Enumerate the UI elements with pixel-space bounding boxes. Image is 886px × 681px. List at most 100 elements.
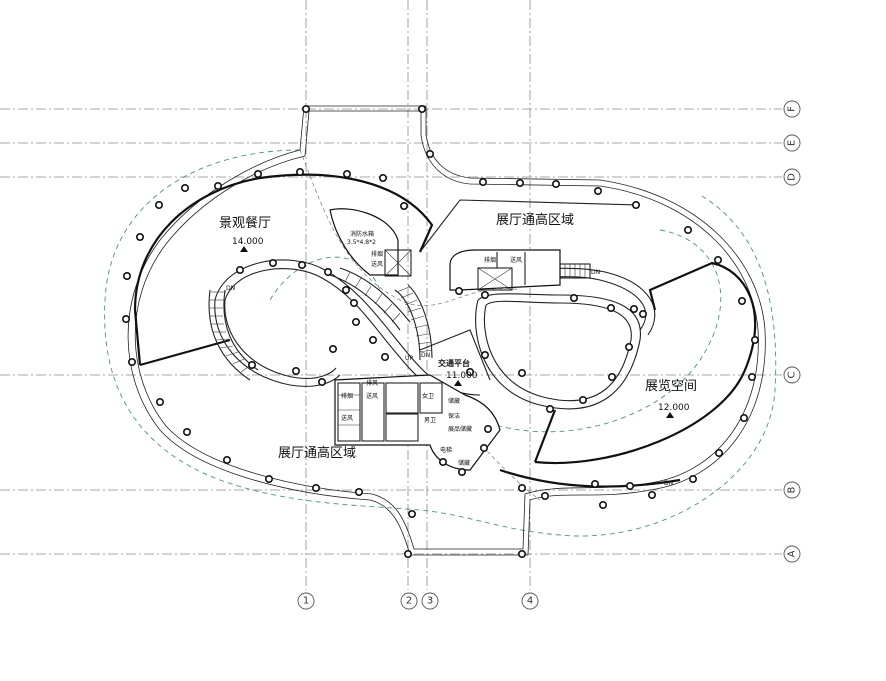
structural-column [328, 344, 337, 353]
structural-column [578, 395, 587, 404]
structural-column [598, 500, 607, 509]
structural-column [454, 286, 463, 295]
structural-column [341, 285, 350, 294]
outer-perimeter [127, 105, 766, 556]
structural-column [311, 483, 320, 492]
platform-name: 交通平台 [438, 358, 470, 368]
structural-column [317, 377, 326, 386]
dn-label-4: DN [664, 480, 673, 487]
grid-bubble-2: 2 [400, 592, 418, 610]
structural-column [517, 483, 526, 492]
exhibition-level-marker [666, 412, 674, 418]
grid-bubble-e: E [783, 134, 801, 152]
grid-bubble-b: B [783, 481, 801, 499]
grid-lines [0, 0, 782, 590]
outer-dashed-boundary [104, 149, 777, 537]
structural-column [122, 314, 131, 323]
female-wc-label: 女卫 [422, 392, 434, 400]
structural-column [295, 168, 304, 177]
restaurant-inner-curve [139, 338, 231, 367]
exhibition-left-wall [533, 409, 557, 463]
structural-column [750, 335, 759, 344]
structural-column [688, 474, 697, 483]
right-top-core: 排烟 送风 [449, 249, 561, 291]
right-stairs [559, 263, 591, 279]
grid-bubble-d: D [783, 168, 801, 186]
grid-label-c: C [787, 371, 798, 378]
structural-column [264, 474, 273, 483]
atrium-bottom-name: 展厅通高区域 [278, 445, 356, 461]
atrium-top-wall [419, 199, 641, 253]
exhibit-storage-label: 展品储藏 [448, 425, 472, 433]
structural-column [297, 260, 306, 269]
dn-label-3: DN [591, 269, 600, 276]
cleaning-label: 保洁 [448, 412, 460, 420]
structural-column [457, 467, 466, 476]
smoke-label-3: 排烟 [341, 392, 353, 400]
structural-column [323, 267, 332, 276]
structural-column [268, 258, 277, 267]
structural-column [425, 150, 434, 159]
structural-column [378, 174, 387, 183]
elevator-label: 电梯 [440, 446, 452, 454]
exhibition-level: 12.000 [658, 403, 690, 413]
platform-level-marker [454, 380, 462, 386]
structural-column [128, 357, 137, 366]
structural-column [625, 481, 634, 490]
structural-column [638, 309, 647, 318]
structural-column [254, 170, 263, 179]
smoke-label-1: 排烟 [371, 250, 383, 258]
structural-column [465, 367, 474, 376]
dn-label-2: DN [421, 352, 430, 359]
exhibition-outer-wall [534, 261, 757, 465]
structural-column [483, 424, 492, 433]
restaurant-name: 景观餐厅 [219, 215, 271, 231]
grid-label-e: E [787, 140, 798, 146]
structural-column [155, 201, 164, 210]
structural-column [123, 271, 132, 280]
structural-column [223, 455, 232, 464]
air-label-1: 送风 [371, 260, 383, 268]
structural-column [403, 549, 412, 558]
structural-column [683, 226, 692, 235]
structural-column [478, 178, 487, 187]
exhibition-lower-arc [499, 468, 681, 488]
structural-column [739, 413, 748, 422]
water-tank-size: 3.5*4.8*2 [347, 239, 376, 246]
grid-label-3: 3 [427, 596, 433, 607]
grid-label-d: D [787, 173, 798, 181]
structural-column [214, 182, 223, 191]
male-wc-label: 男卫 [424, 417, 436, 424]
grid-label-1: 1 [303, 596, 309, 607]
structural-column [590, 479, 599, 488]
room-labels: 景观餐厅 14.000 展厅通高区域 展厅通高区域 展览空间 12.000 交通… [219, 212, 697, 487]
grid-bubble-4: 4 [521, 592, 539, 610]
smoke-label-2: 排烟 [484, 256, 496, 264]
water-tank-core: 消防水箱 3.5*4.8*2 排烟 送风 [329, 208, 412, 277]
structural-column [713, 255, 722, 264]
grid-label-a: A [787, 550, 798, 557]
structural-column [236, 265, 245, 274]
atrium-top-name: 展厅通高区域 [496, 212, 574, 228]
up-label: UP [405, 355, 413, 362]
structural-column [368, 335, 377, 344]
restaurant-level-marker [240, 246, 248, 252]
structural-column [407, 509, 416, 518]
structural-column [714, 448, 723, 457]
structural-column [438, 457, 447, 466]
structural-column [342, 170, 351, 179]
structural-column [540, 491, 549, 500]
structural-column [380, 352, 389, 361]
structural-column [647, 490, 656, 499]
restaurant-outer-wall [133, 173, 434, 366]
structural-column [349, 298, 358, 307]
grid-bubble-1: 1 [297, 592, 315, 610]
grid-label-4: 4 [527, 596, 533, 607]
column-bubbles: 1 2 3 4 [297, 592, 539, 610]
row-bubbles: F E D C B A [783, 100, 801, 563]
air-label-2: 送风 [510, 256, 522, 264]
structural-column [607, 372, 616, 381]
structural-column [136, 233, 145, 242]
structural-column [156, 397, 165, 406]
